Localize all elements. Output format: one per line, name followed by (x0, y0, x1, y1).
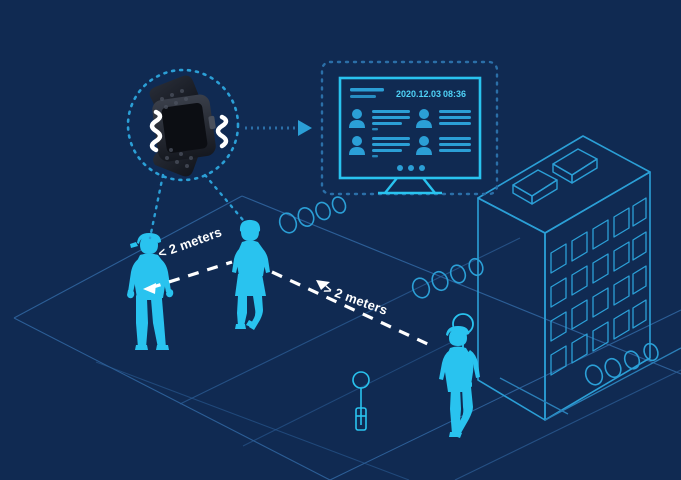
flow-arrow (245, 120, 312, 136)
window-col (592, 219, 609, 352)
window-col (613, 207, 630, 340)
person-middle (232, 219, 270, 330)
user-card (416, 136, 471, 155)
building-windows (550, 197, 647, 376)
pagination-dots (397, 165, 425, 171)
monitor-header-bars (350, 88, 384, 98)
roof-unit (512, 169, 558, 205)
avatar (349, 136, 365, 155)
avatar (349, 109, 365, 128)
monitor-bezel (338, 76, 482, 180)
grid-line (13, 195, 243, 319)
grid-line (329, 309, 681, 480)
window-col (632, 197, 647, 329)
avatar (416, 136, 432, 155)
connector-to-person-left (148, 173, 165, 240)
connector-to-person-middle (203, 173, 245, 222)
grid-line (241, 195, 681, 375)
ring-trail-upper-left (278, 196, 347, 234)
vibration-wave-right (215, 114, 229, 149)
watch-connectors (148, 173, 245, 240)
building-left-face (477, 197, 546, 421)
grid-line (95, 361, 410, 480)
grid-line (454, 369, 681, 480)
user-card (349, 136, 410, 158)
distance-arrow-near (143, 283, 156, 294)
monitor (338, 76, 482, 195)
distance-line-far (271, 270, 433, 348)
lamp-post (352, 371, 370, 431)
smartwatch (149, 75, 229, 177)
ring-trail-middle (411, 257, 484, 299)
lamp-base (355, 407, 367, 431)
monitor-time: 08:36 (443, 89, 467, 99)
distance-arrow-far (316, 280, 330, 290)
ground-grid (13, 195, 681, 480)
window-col (571, 231, 588, 364)
distance-line-near (149, 260, 233, 290)
roof-unit (552, 148, 598, 184)
building-right-face (544, 171, 651, 421)
window-col (550, 243, 567, 376)
building-roof (477, 135, 651, 234)
lamp-head (352, 371, 370, 389)
grid-line (179, 237, 521, 405)
arrow-head (298, 120, 312, 136)
vibration-wave-left (149, 109, 163, 153)
ring-trail-lower-right (584, 342, 659, 386)
avatar (416, 109, 432, 128)
person-right (439, 313, 480, 438)
grid-line (13, 317, 331, 480)
building-platform (499, 347, 681, 421)
user-card (416, 109, 471, 128)
user-card (349, 109, 410, 131)
grid-line (242, 332, 471, 447)
monitor-stand (384, 177, 436, 194)
watch-highlight-ring (126, 68, 240, 182)
monitor-highlight-frame (320, 60, 499, 196)
monitor-date: 2020.12.03 (396, 89, 442, 99)
